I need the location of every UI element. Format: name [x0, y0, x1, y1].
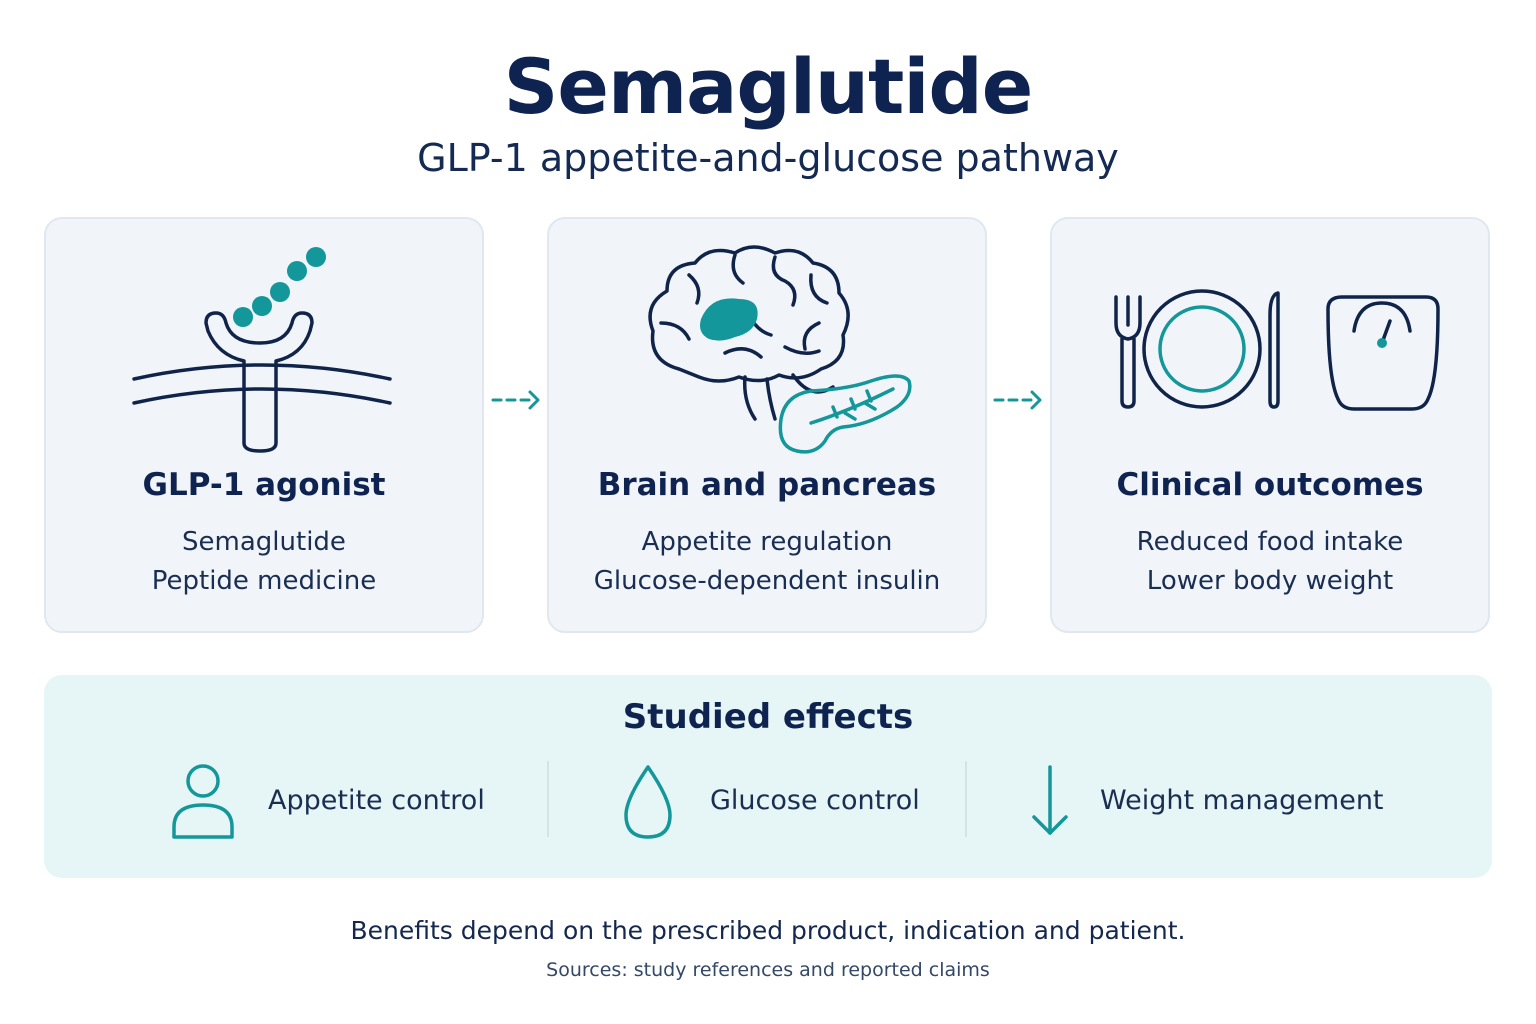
- effects-divider: [965, 761, 967, 837]
- step-line: Lower body weight: [1146, 566, 1394, 596]
- receptor-icon: [132, 247, 392, 453]
- step-line: Reduced food intake: [1136, 527, 1404, 557]
- effects-title: Studied effects: [622, 697, 914, 737]
- step-line: Semaglutide: [182, 527, 346, 557]
- step-title: GLP-1 agonist: [142, 467, 386, 503]
- page-subtitle: GLP-1 appetite-and-glucose pathway: [417, 136, 1119, 180]
- plate-scale-icon: [1114, 289, 1440, 411]
- effect-weight-management: Weight management: [1022, 757, 1422, 847]
- brain-pancreas-icon: [648, 245, 912, 454]
- effect-glucose-control: Glucose control: [618, 757, 978, 847]
- effect-label: Weight management: [1100, 785, 1384, 816]
- person-icon: [172, 764, 234, 839]
- down-arrow-icon: [1032, 765, 1068, 835]
- step-title: Clinical outcomes: [1116, 467, 1424, 503]
- step-title: Brain and pancreas: [597, 467, 937, 503]
- step-line: Appetite regulation: [641, 527, 893, 557]
- step-line: Glucose-dependent insulin: [593, 566, 941, 596]
- footer-source: Sources: study references and reported c…: [546, 959, 990, 981]
- footer-note: Benefits depend on the prescribed produc…: [350, 916, 1186, 945]
- dashed-arrow-icon: [491, 390, 540, 410]
- page-title: Semaglutide: [503, 42, 1034, 131]
- effect-label: Glucose control: [710, 785, 920, 816]
- step-card-clinical-outcomes: Clinical outcomes Reduced food intake Lo…: [1050, 217, 1490, 633]
- studied-effects-panel: Studied effects Appetite control Glucose…: [44, 675, 1492, 878]
- step-card-brain-pancreas: Brain and pancreas Appetite regulation G…: [547, 217, 987, 633]
- step-line: Peptide medicine: [151, 566, 377, 596]
- dashed-arrow-icon: [993, 390, 1042, 410]
- effects-divider: [547, 761, 549, 837]
- drop-icon: [624, 765, 672, 839]
- step-card-glp1-agonist: GLP-1 agonist Semaglutide Peptide medici…: [44, 217, 484, 633]
- effect-appetite-control: Appetite control: [168, 757, 548, 847]
- effect-label: Appetite control: [268, 785, 485, 816]
